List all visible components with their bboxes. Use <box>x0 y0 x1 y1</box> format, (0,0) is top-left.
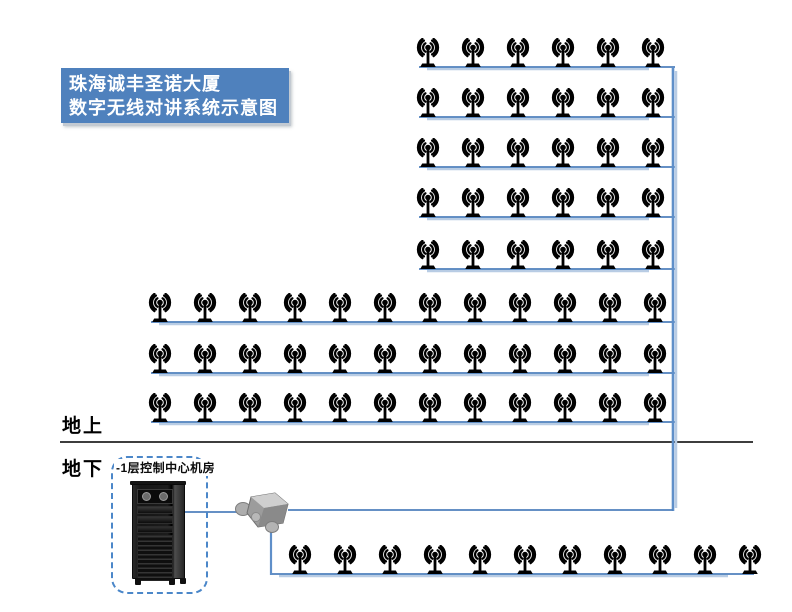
antenna-icon <box>506 240 530 270</box>
rack-foot <box>169 578 175 585</box>
antenna-icon <box>461 88 485 118</box>
antenna-icon <box>461 38 485 68</box>
antenna-icon <box>596 88 620 118</box>
antenna-icon <box>418 344 442 374</box>
antenna-icon <box>508 393 532 423</box>
antenna-icon <box>463 393 487 423</box>
antenna-icon <box>596 38 620 68</box>
antenna-icon <box>551 38 575 68</box>
title-line-2: 数字无线对讲系统示意图 <box>69 98 278 118</box>
rack-unit-dials <box>137 489 173 504</box>
rack-vents <box>137 535 173 581</box>
antenna-icon <box>373 393 397 423</box>
antenna-icon <box>193 293 217 323</box>
below-ground-label: 地下 <box>62 459 105 480</box>
antenna-icon <box>416 88 440 118</box>
antenna-icon <box>283 393 307 423</box>
rack-unit <box>137 506 173 514</box>
antenna-icon <box>328 293 352 323</box>
antenna-icon <box>641 188 665 218</box>
rack-foot <box>180 578 186 584</box>
antenna-icon <box>328 344 352 374</box>
server-rack <box>130 481 186 585</box>
antenna-icon <box>283 344 307 374</box>
rack-top-cap <box>130 481 186 485</box>
antenna-icon <box>598 344 622 374</box>
antenna-icon <box>641 88 665 118</box>
antenna-icon <box>506 138 530 168</box>
antenna-icon <box>283 293 307 323</box>
antenna-icon <box>641 38 665 68</box>
antenna-icon <box>463 344 487 374</box>
antenna-icon <box>373 344 397 374</box>
antenna-icon <box>648 545 672 575</box>
antenna-icon <box>333 545 357 575</box>
antenna-icon <box>506 188 530 218</box>
antenna-icon <box>193 344 217 374</box>
antenna-icon <box>416 240 440 270</box>
splitter-icon <box>235 492 289 533</box>
rack-unit <box>137 516 173 524</box>
antenna-icon <box>693 545 717 575</box>
antenna-icon <box>193 393 217 423</box>
antenna-icon <box>378 545 402 575</box>
antenna-icon <box>461 240 485 270</box>
antenna-icon <box>641 138 665 168</box>
antenna-icon <box>416 138 440 168</box>
machine-room-outline <box>111 456 208 594</box>
antenna-icon <box>418 293 442 323</box>
antenna-icon <box>418 393 442 423</box>
antenna-icon <box>148 344 172 374</box>
antenna-icon <box>598 293 622 323</box>
antenna-icon <box>468 545 492 575</box>
antenna-icon <box>328 393 352 423</box>
antenna-icon <box>508 344 532 374</box>
antenna-icon <box>508 293 532 323</box>
antenna-icon <box>643 293 667 323</box>
antenna-icon <box>238 293 262 323</box>
antenna-icon <box>596 138 620 168</box>
antenna-icon <box>506 38 530 68</box>
above-ground-label: 地上 <box>62 416 105 437</box>
antenna-icon <box>598 393 622 423</box>
antenna-icon <box>288 545 312 575</box>
antenna-icon <box>551 240 575 270</box>
antenna-icon <box>238 344 262 374</box>
antenna-icon <box>463 293 487 323</box>
antenna-icon <box>461 188 485 218</box>
antenna-icon <box>551 188 575 218</box>
antenna-icon <box>643 344 667 374</box>
machine-room-label: -1层控制中心机房 <box>114 459 218 476</box>
antenna-icon <box>738 545 762 575</box>
antenna-icon <box>553 344 577 374</box>
rack-foot <box>135 578 141 585</box>
dial-icon <box>142 492 151 501</box>
antenna-icon <box>416 188 440 218</box>
title-box: 珠海诚丰圣诺大厦 数字无线对讲系统示意图 <box>61 68 289 123</box>
antenna-icon <box>553 293 577 323</box>
title-line-1: 珠海诚丰圣诺大厦 <box>69 74 221 94</box>
antenna-icon <box>148 293 172 323</box>
antenna-icon <box>416 38 440 68</box>
antenna-icon <box>551 88 575 118</box>
antenna-icon <box>603 545 627 575</box>
antenna-icon <box>641 240 665 270</box>
antenna-icon <box>596 240 620 270</box>
antenna-icon <box>238 393 262 423</box>
antenna-icon <box>553 393 577 423</box>
antenna-icon <box>551 138 575 168</box>
antenna-icon <box>596 188 620 218</box>
antenna-icon <box>148 393 172 423</box>
antenna-icon <box>373 293 397 323</box>
rack-unit <box>137 526 173 533</box>
antenna-icon <box>506 88 530 118</box>
antenna-icon <box>643 393 667 423</box>
dial-icon <box>159 492 168 501</box>
antenna-icon <box>513 545 537 575</box>
rack-body <box>132 484 185 581</box>
antenna-icon <box>558 545 582 575</box>
antenna-icon <box>461 138 485 168</box>
antenna-icon <box>423 545 447 575</box>
